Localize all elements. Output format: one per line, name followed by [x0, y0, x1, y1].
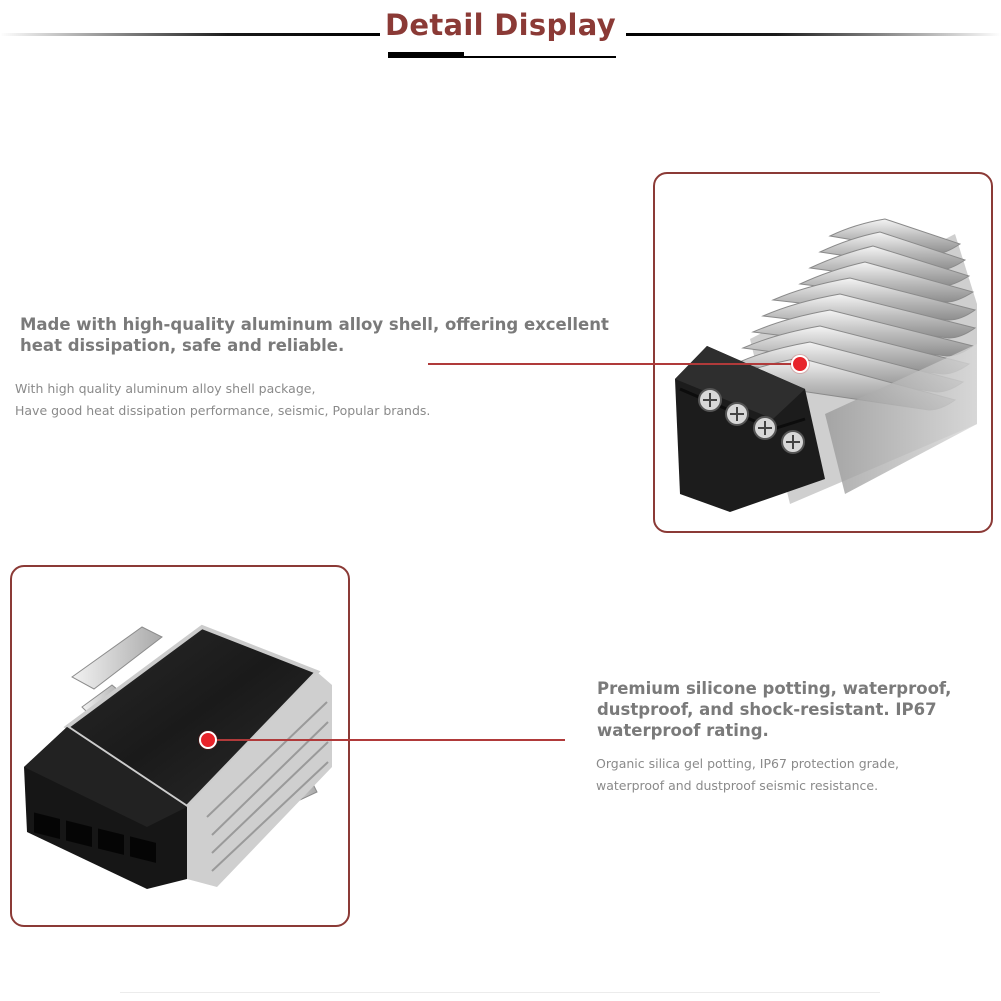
feature-2-headline-line-2: dustproof, and shock-resistant. IP67	[597, 700, 937, 719]
feature-1-callout-line	[428, 363, 800, 365]
feature-2-image-card	[10, 565, 350, 927]
feature-1-sub-line-1: With high quality aluminum alloy shell p…	[15, 381, 316, 396]
feature-2-sub-line-1: Organic silica gel potting, IP67 protect…	[596, 756, 900, 771]
feature-1-sub-line-2: Have good heat dissipation performance, …	[15, 403, 431, 418]
title-underline-thick	[388, 52, 464, 58]
feature-1-headline: Made with high-quality aluminum alloy sh…	[20, 315, 609, 355]
title-underline-thin	[464, 56, 616, 58]
feature-2-headline-line-3: waterproof rating.	[597, 721, 769, 740]
feature-2-callout-dot	[199, 731, 217, 749]
feature-1-image-card	[653, 172, 993, 533]
header-rule-right	[626, 33, 1001, 36]
silicone-potted-underside-image	[24, 624, 332, 889]
header-rule-left	[0, 33, 380, 36]
feature-2-headline-line-1: Premium silicone potting, waterproof,	[597, 679, 952, 698]
footer-divider	[120, 992, 880, 993]
feature-2-sub-line-2: waterproof and dustproof seismic resista…	[596, 778, 879, 793]
aluminum-heatsink-terminal-block-image	[675, 218, 977, 512]
page-title: Detail Display	[385, 8, 616, 42]
feature-1-callout-dot	[791, 355, 809, 373]
feature-2-callout-line	[210, 739, 565, 741]
